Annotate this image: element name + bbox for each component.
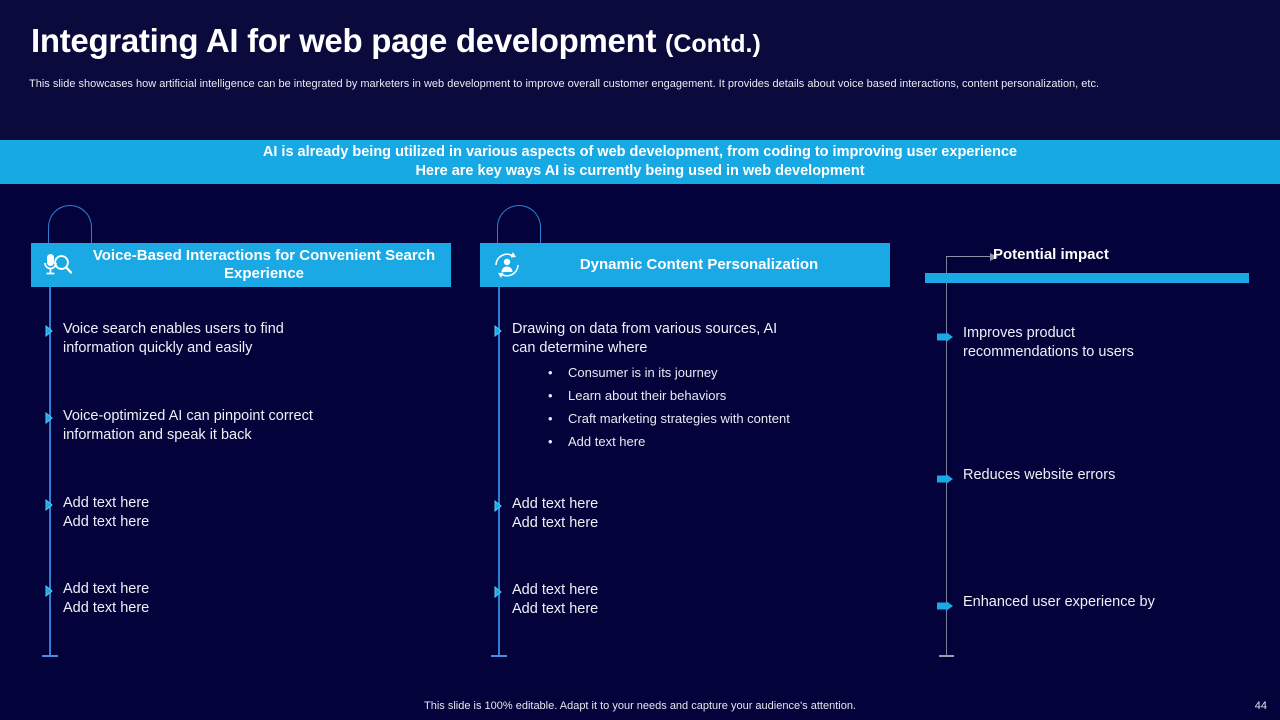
list-item: Enhanced user experience by bbox=[937, 593, 1255, 616]
sub-list-item-text: Add text here bbox=[568, 434, 646, 449]
chevron-bullet-icon bbox=[494, 324, 512, 342]
sub-list-item: • Craft marketing strategies with conten… bbox=[548, 407, 892, 430]
arrow-right-icon bbox=[946, 252, 998, 261]
list-item: Reduces website errors bbox=[937, 466, 1255, 489]
chevron-bullet-icon bbox=[45, 584, 63, 602]
impact-spine bbox=[946, 256, 947, 656]
column-spine-foot bbox=[42, 655, 58, 658]
list-item-text: Reduces website errors bbox=[963, 467, 1116, 483]
footer-note: This slide is 100% editable. Adapt it to… bbox=[424, 700, 856, 712]
impact-spine-foot bbox=[939, 655, 954, 657]
chevron-bullet-icon bbox=[45, 324, 63, 342]
page-title: Integrating AI for web page development … bbox=[31, 22, 761, 60]
dot-bullet-icon: • bbox=[548, 365, 553, 380]
sub-list-item-text: Learn about their behaviors bbox=[568, 388, 727, 403]
microphone-search-icon bbox=[31, 251, 85, 279]
dot-bullet-icon: • bbox=[548, 411, 553, 426]
column-header-title: Dynamic Content Personalization bbox=[579, 256, 819, 273]
sub-bullet-list: • Consumer is in its journey • Learn abo… bbox=[548, 361, 892, 453]
list-item: Drawing on data from various sources, AI… bbox=[494, 320, 892, 358]
column-header-card[interactable]: Voice-Based Interactions for Convenient … bbox=[31, 243, 451, 287]
banner-line-1: AI is already being utilized in various … bbox=[262, 144, 1018, 160]
sub-list-item: • Consumer is in its journey bbox=[548, 361, 892, 384]
bullet-list: Drawing on data from various sources, AI… bbox=[494, 320, 892, 619]
chevron-bullet-icon bbox=[494, 499, 512, 517]
column-spine bbox=[498, 285, 500, 657]
sub-list-item-text: Craft marketing strategies with content bbox=[568, 411, 790, 426]
impact-title: Potential impact bbox=[993, 246, 1109, 263]
list-item-text: Enhanced user experience by bbox=[963, 594, 1155, 610]
column-spine bbox=[49, 285, 51, 657]
slide-header: Integrating AI for web page development … bbox=[0, 0, 1280, 140]
page-number: 44 bbox=[1254, 700, 1267, 712]
column-spine-foot bbox=[491, 655, 507, 658]
chevron-bullet-icon bbox=[45, 498, 63, 516]
column-header-title: Voice-Based Interactions for Convenient … bbox=[92, 247, 436, 282]
dot-bullet-icon: • bbox=[548, 434, 553, 449]
dot-bullet-icon: • bbox=[548, 388, 553, 403]
column-header-card[interactable]: Dynamic Content Personalization bbox=[480, 243, 890, 287]
square-arrow-bullet-icon bbox=[937, 329, 963, 347]
sub-list-item: • Add text here bbox=[548, 430, 892, 453]
list-item-text: Drawing on data from various sources, AI… bbox=[512, 321, 778, 356]
banner-line-2: Here are key ways AI is currently being … bbox=[415, 163, 865, 179]
key-message-banner: AI is already being utilized in various … bbox=[0, 140, 1280, 184]
user-refresh-icon bbox=[480, 251, 534, 279]
sub-list-item: • Learn about their behaviors bbox=[548, 384, 892, 407]
sub-list-item-text: Consumer is in its journey bbox=[568, 365, 718, 380]
page-title-main: Integrating AI for web page development bbox=[31, 22, 657, 59]
chevron-bullet-icon bbox=[45, 411, 63, 429]
square-arrow-bullet-icon bbox=[937, 598, 963, 616]
impact-accent-bar bbox=[925, 273, 1249, 283]
square-arrow-bullet-icon bbox=[937, 471, 963, 489]
page-title-suffix: (Contd.) bbox=[665, 30, 761, 58]
page-subtitle: This slide showcases how artificial inte… bbox=[29, 78, 1100, 90]
chevron-bullet-icon bbox=[494, 585, 512, 603]
